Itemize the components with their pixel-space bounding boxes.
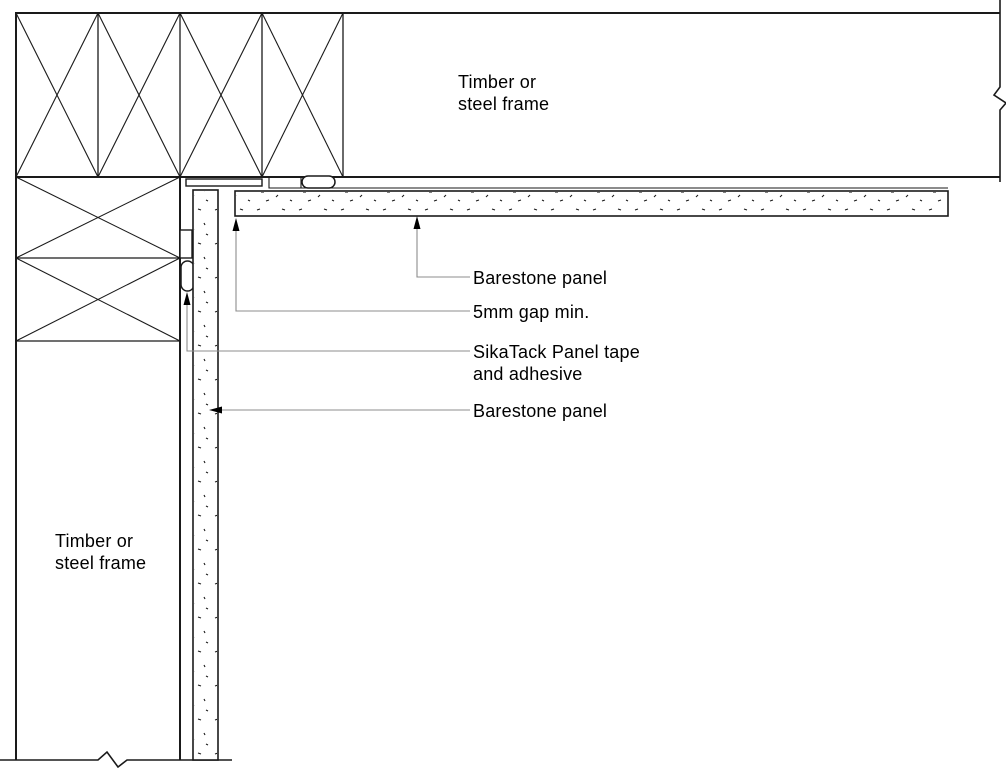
frame-label-top: Timber or steel frame	[458, 71, 549, 115]
leader-lines	[186, 221, 470, 411]
callout-sikatack-line1: SikaTack Panel tape	[473, 342, 640, 362]
callout-barestone-panel-top: Barestone panel	[473, 268, 608, 288]
left-frame-cross-bracing	[15, 176, 181, 342]
arrow-up-icon	[232, 218, 240, 231]
adhesive-bead-horizontal	[301, 175, 336, 189]
frame-label-top-line2: steel frame	[458, 94, 550, 114]
break-line-bottom	[0, 750, 232, 768]
callout-gap: 5mm gap min.	[473, 302, 590, 322]
top-frame	[15, 12, 1000, 178]
top-frame-cross-bracing	[15, 12, 344, 178]
leader-barestone-panel-top	[416, 221, 470, 278]
leader-gap	[235, 223, 470, 312]
frame-label-top-line1: Timber or	[458, 72, 537, 92]
horizontal-barestone-panel	[234, 190, 949, 217]
panel-tape-vertical	[179, 229, 193, 259]
frame-label-left-line1: Timber or	[55, 531, 134, 551]
arrow-left-icon	[209, 406, 222, 414]
arrow-up-icon	[183, 292, 191, 305]
arrow-up-icon	[413, 216, 421, 229]
callout-sikatack: SikaTack Panel tape and adhesive	[473, 341, 640, 385]
panel-tape-horizontal	[185, 178, 263, 187]
tape-strip-under-frame	[268, 177, 948, 189]
frame-label-left-line2: steel frame	[55, 553, 147, 573]
adhesive-bead-vertical	[180, 260, 195, 292]
break-line-right	[992, 0, 1006, 182]
leader-sikatack	[186, 296, 470, 352]
left-frame	[15, 176, 181, 760]
callout-barestone-panel-left: Barestone panel	[473, 401, 608, 421]
vertical-barestone-panel	[192, 189, 219, 761]
callout-sikatack-line2: and adhesive	[473, 364, 583, 384]
frame-label-left: Timber or steel frame	[55, 530, 146, 574]
leader-arrowheads	[183, 216, 421, 414]
